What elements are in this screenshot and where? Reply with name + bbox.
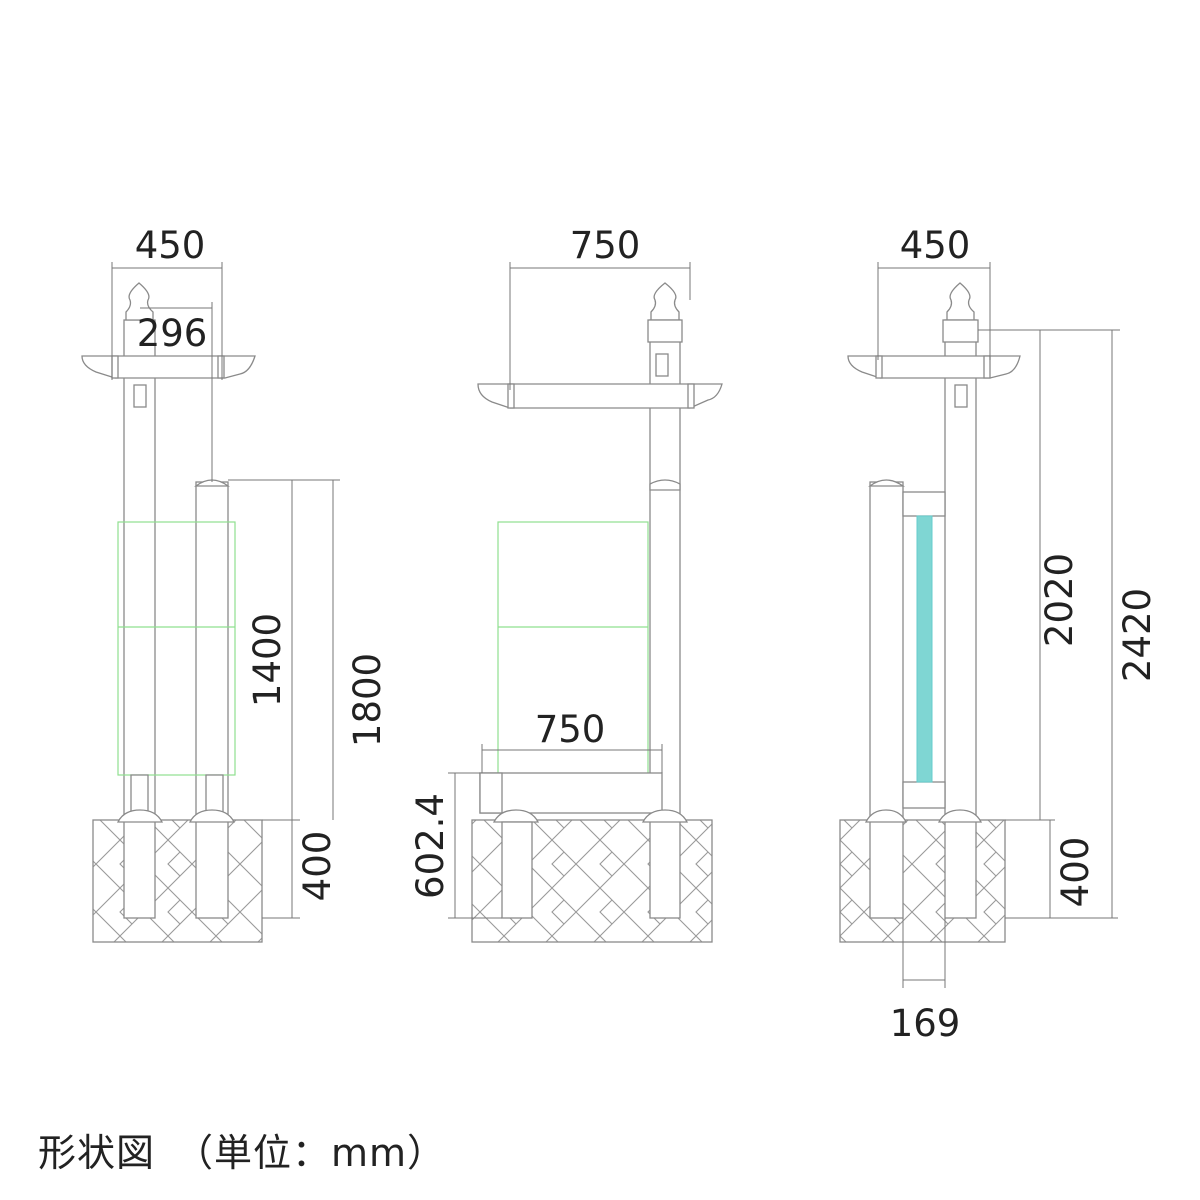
bracket-clamp bbox=[111, 355, 119, 379]
second-post-cap bbox=[194, 479, 230, 487]
dim-front-base-depth: 400 bbox=[296, 831, 339, 902]
post-base bbox=[188, 809, 236, 823]
finial bbox=[650, 282, 680, 321]
finial bbox=[125, 282, 154, 321]
dim-front-total-height: 1800 bbox=[346, 653, 389, 747]
mailbox-slot bbox=[133, 384, 147, 408]
main-post bbox=[649, 319, 681, 919]
glass-panel bbox=[916, 515, 933, 783]
dim-front-post-spacing: 296 bbox=[137, 312, 208, 355]
dim-side-width: 750 bbox=[570, 224, 641, 267]
diagram-caption: 形状図 （単位：mm） bbox=[38, 1131, 447, 1175]
top-bracket bbox=[847, 355, 1021, 379]
rear-view: 450 2020 2420 400 169 bbox=[839, 224, 1159, 1045]
short-post bbox=[869, 481, 904, 919]
bracket-clamp bbox=[217, 355, 225, 379]
dim-rear-base-depth: 400 bbox=[1054, 837, 1097, 908]
post-base bbox=[116, 809, 164, 823]
main-post bbox=[944, 319, 977, 919]
dim-rear-plate-height: 2020 bbox=[1038, 553, 1081, 647]
panel-connector bbox=[902, 491, 946, 517]
post-sleeve bbox=[130, 774, 149, 816]
dim-rear-width: 450 bbox=[900, 224, 971, 267]
dim-bench-width: 750 bbox=[535, 708, 606, 751]
dim-front-inner-height: 1400 bbox=[246, 613, 289, 707]
second-post bbox=[195, 481, 229, 919]
finial bbox=[946, 282, 975, 321]
dim-post-gap: 169 bbox=[890, 1002, 961, 1045]
post-sleeve bbox=[205, 774, 224, 816]
main-post bbox=[123, 319, 156, 919]
dim-bench-height: 602.4 bbox=[409, 793, 452, 899]
foundation-block bbox=[92, 819, 263, 943]
panel-connector bbox=[902, 781, 946, 809]
bench bbox=[479, 772, 663, 814]
dim-front-width: 450 bbox=[135, 224, 206, 267]
sign-panel-outline bbox=[117, 521, 236, 776]
mailbox-slot bbox=[954, 384, 968, 408]
foundation-block bbox=[839, 819, 1006, 943]
side-view: 750 750 602.4 bbox=[409, 224, 723, 943]
front-view: 450 296 1400 1800 400 bbox=[81, 224, 389, 943]
dim-rear-total-height: 2420 bbox=[1116, 588, 1159, 682]
mailbox-slot bbox=[655, 353, 669, 377]
top-bracket bbox=[81, 355, 256, 379]
